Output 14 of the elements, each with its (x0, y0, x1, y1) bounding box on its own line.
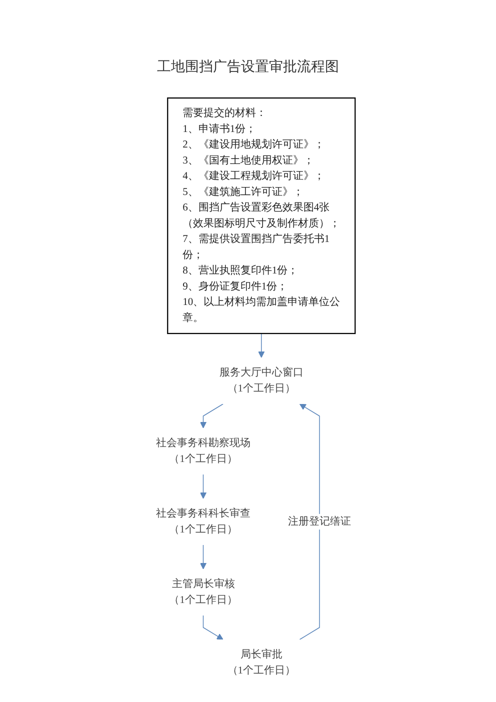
arrow (202, 615, 224, 640)
node-text: 社会事务科勘察现场 （1个工作日） (156, 438, 250, 465)
node-text: 社会事务科科长审查 （1个工作日） (156, 508, 250, 536)
arrow (200, 474, 206, 499)
node-text: 局长审批 （1个工作日） (227, 649, 296, 676)
arrow (200, 544, 206, 570)
node-box: 需要提交的材料： 1、申请书1份； 2、《建设用地规划许可证》； 3、《国有土地使用权证》； 4、《建设工程规划许可证》； 5、《建筑施工许可证》； 6、围挡广告设置彩色效果图4张（效果图标明尺寸及制作材质）； 7、需提供设置围挡广告委托书1份； 8、营业执照复印件1份； 9、身份证复印件1份； 10、以上材料均需加盖申请单位公章。 (167, 97, 356, 334)
arrow (200, 404, 224, 428)
edge-label: 注册登记缮证 (288, 516, 351, 528)
node-text: 服务大厅中心窗口 （1个工作日） (219, 367, 304, 394)
diagram-title: 工地围挡广告设置审批流程图 (157, 60, 339, 75)
arrow (258, 333, 265, 358)
arrow (299, 404, 320, 640)
node-text: 主管局长审核 （1个工作日） (169, 578, 238, 606)
